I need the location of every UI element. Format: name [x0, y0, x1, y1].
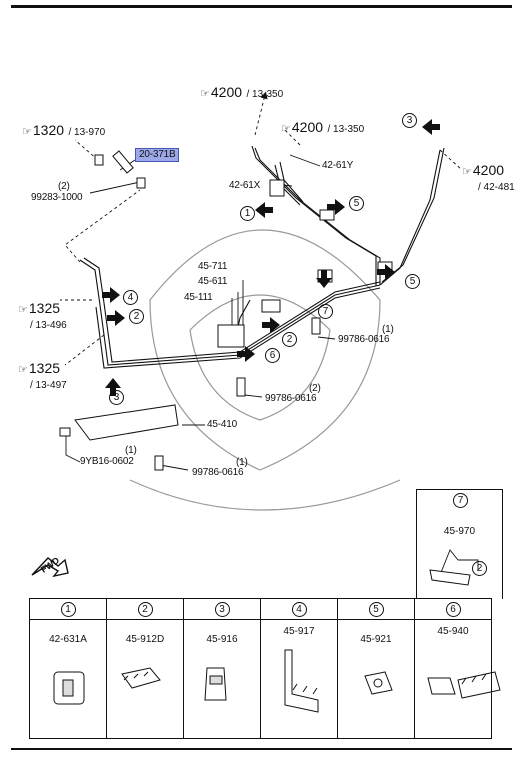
- legend-part: 45-921: [360, 634, 392, 645]
- legend-header-3: 3: [183, 598, 261, 620]
- ref-4200-right-sub: / 42-481: [478, 179, 515, 195]
- callout-7: 7: [318, 304, 333, 319]
- callout-5: 5: [405, 274, 420, 289]
- part-45-410: 45-410: [207, 419, 237, 430]
- part-99786-0616-c: 99786-0616: [192, 467, 244, 478]
- legend-cell-45-940[interactable]: 45-940: [414, 619, 492, 739]
- legend-cell-45-916[interactable]: 45-916: [183, 619, 261, 739]
- inset-callout-2: 2: [472, 561, 487, 576]
- legend-header-1: 1: [29, 598, 107, 620]
- ref-sub: / 13-350: [327, 124, 365, 135]
- bottom-rule: [11, 748, 512, 750]
- top-rule: [11, 5, 512, 8]
- fwd-arrow: [31, 557, 69, 578]
- components: [59, 150, 471, 586]
- ref-1320: ☞1320 / 13-970: [22, 122, 106, 138]
- legend-num: 2: [137, 602, 153, 617]
- ref-1325-a-sub: / 13-496: [30, 317, 67, 333]
- legend-part: 42-631A: [49, 634, 87, 645]
- callout-1: 1: [240, 206, 255, 221]
- part-42-61X: 42-61X: [229, 180, 261, 191]
- callout-5: 5: [349, 196, 364, 211]
- ref-sub: / 13-350: [246, 89, 284, 100]
- ref-sub: / 13-970: [68, 127, 106, 138]
- callout-3: 3: [402, 113, 417, 128]
- part-45-711: 45-711: [198, 261, 228, 272]
- inset-callout-7: 7: [453, 493, 468, 508]
- legend-num: 3: [214, 602, 230, 617]
- legend-part: 45-916: [206, 634, 238, 645]
- watermark: [129, 229, 401, 511]
- legend-num: 6: [445, 602, 461, 617]
- legend-part: 45-912D: [125, 634, 165, 645]
- highlighted-part-20-371B[interactable]: 20-371B: [135, 148, 180, 162]
- legend-cell-45-917[interactable]: 45-917: [260, 619, 338, 739]
- legend-part: 45-940: [437, 626, 469, 637]
- part-45-611: 45-611: [198, 276, 228, 287]
- part-99786-0616-a: 99786-0616: [338, 334, 390, 345]
- ref-1325-a: ☞1325: [18, 300, 61, 316]
- ref-sub: / 42-481: [478, 182, 515, 193]
- callout-2: 2: [282, 332, 297, 347]
- legend-header-6: 6: [414, 598, 492, 620]
- callout-6: 6: [265, 348, 280, 363]
- ref-1325-b-sub: / 13-497: [30, 377, 67, 393]
- inset-part-45-970: 45-970: [443, 526, 476, 537]
- legend-header-2: 2: [106, 598, 184, 620]
- arrows: [102, 119, 440, 396]
- ref-main: 1325: [28, 300, 61, 316]
- qty-label: (1): [125, 445, 137, 456]
- part-45-111: 45-111: [184, 292, 213, 303]
- ref-4200-right: ☞4200: [462, 162, 505, 178]
- qty-label: (2): [58, 181, 70, 192]
- ref-4200-mid: ☞4200 / 13-350: [281, 119, 365, 135]
- part-99786-0616-b: 99786-0616: [265, 393, 317, 404]
- part-42-61Y: 42-61Y: [322, 160, 354, 171]
- ref-main: 1325: [28, 360, 61, 376]
- part-9YB16-0602: 9YB16-0602: [80, 456, 134, 467]
- inset-detail-7: 7 45-970 2: [416, 489, 503, 599]
- ref-4200-top: ☞4200 / 13-350: [200, 84, 284, 100]
- legend-header-5: 5: [337, 598, 415, 620]
- ref-main: 4200: [472, 162, 505, 178]
- parts-legend: 1 2 3 4 5 6 42-631A 45-912D 45-916 45-91…: [29, 598, 492, 739]
- legend-cell-45-912D[interactable]: 45-912D: [106, 619, 184, 739]
- legend-part: 45-917: [283, 626, 315, 637]
- ref-sub: / 13-496: [30, 320, 67, 331]
- legend-header-4: 4: [260, 598, 338, 620]
- legend-cell-45-921[interactable]: 45-921: [337, 619, 415, 739]
- qty-label: (1): [236, 457, 248, 468]
- legend-num: 4: [291, 602, 307, 617]
- leader-lines: [60, 91, 479, 576]
- qty-label: (2): [309, 383, 321, 394]
- callout-3: 3: [109, 390, 124, 405]
- ref-sub: / 13-497: [30, 380, 67, 391]
- callout-4: 4: [123, 290, 138, 305]
- part-99283-1000: 99283-1000: [31, 192, 83, 203]
- legend-num: 1: [60, 602, 76, 617]
- ref-main: 4200: [210, 84, 243, 100]
- callout-2: 2: [129, 309, 144, 324]
- qty-label: (1): [382, 324, 394, 335]
- ref-main: 1320: [32, 122, 65, 138]
- legend-num: 5: [368, 602, 384, 617]
- legend-cell-42-631A[interactable]: 42-631A: [29, 619, 107, 739]
- ref-1325-b: ☞1325: [18, 360, 61, 376]
- ref-main: 4200: [291, 119, 324, 135]
